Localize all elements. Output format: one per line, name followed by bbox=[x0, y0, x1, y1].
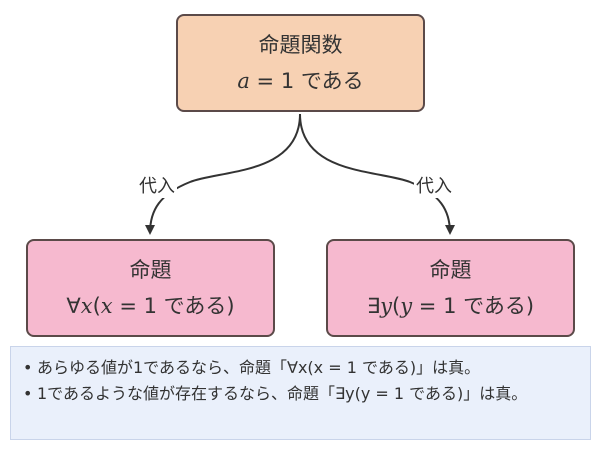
node-right-formula: ∃y(y = 1 である) bbox=[367, 288, 534, 324]
node-left-formula: ∀x(x = 1 である) bbox=[66, 288, 234, 324]
node-left-var: x bbox=[80, 294, 93, 318]
explanation-note: あらゆる値が1であるなら、命題「∀x(x = 1 である)」は真。 1であるよう… bbox=[10, 346, 591, 440]
node-left-title: 命題 bbox=[129, 258, 172, 282]
note-item-existential: 1であるような値が存在するなら、命題「∃y(y = 1 である)」は真。 bbox=[21, 381, 580, 407]
node-right-paren: ( bbox=[392, 294, 401, 318]
note-item-universal: あらゆる値が1であるなら、命題「∀x(x = 1 である)」は真。 bbox=[21, 355, 580, 381]
node-universal-proposition: 命題 ∀x(x = 1 である) bbox=[26, 239, 275, 337]
node-left-paren: ( bbox=[92, 294, 101, 318]
note-list: あらゆる値が1であるなら、命題「∀x(x = 1 である)」は真。 1であるよう… bbox=[21, 355, 580, 407]
universal-quantifier: ∀ bbox=[66, 294, 81, 318]
existential-quantifier: ∃ bbox=[366, 294, 381, 318]
edge-label-right: 代入 bbox=[414, 176, 454, 198]
node-top-var: a bbox=[237, 69, 250, 93]
edge-right bbox=[299, 113, 455, 235]
node-top-formula: a = 1 である bbox=[237, 63, 363, 99]
node-right-var2: y bbox=[400, 294, 413, 318]
node-right-rest: = 1 である) bbox=[412, 294, 535, 318]
node-propositional-function: 命題関数 a = 1 である bbox=[176, 14, 425, 112]
node-top-title: 命題関数 bbox=[258, 33, 343, 57]
node-existential-proposition: 命題 ∃y(y = 1 である) bbox=[326, 239, 575, 337]
node-left-rest: = 1 である) bbox=[112, 294, 235, 318]
edge-label-left: 代入 bbox=[137, 176, 177, 198]
edge-left bbox=[145, 113, 301, 235]
node-left-var2: x bbox=[100, 294, 113, 318]
node-right-var: y bbox=[380, 294, 393, 318]
node-right-title: 命題 bbox=[429, 258, 472, 282]
node-top-rest: = 1 である bbox=[249, 69, 364, 93]
